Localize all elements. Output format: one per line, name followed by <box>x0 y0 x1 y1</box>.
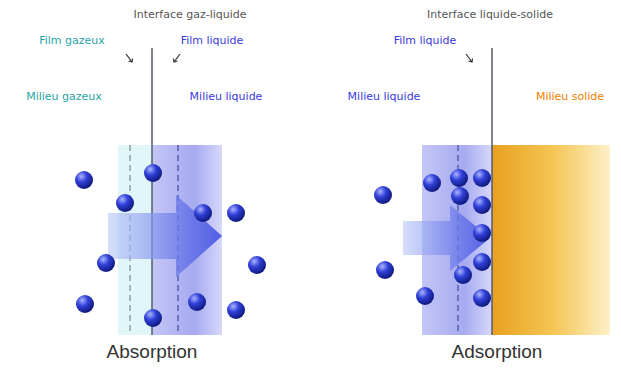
region-label: Interface gaz-liquide <box>133 8 246 22</box>
flow-arrow <box>108 195 222 277</box>
region-label: Film liquide <box>181 34 244 48</box>
region-label: Milieu liquide <box>190 90 263 104</box>
leader-line <box>126 48 180 62</box>
interface-line <box>491 56 493 335</box>
region-label: Interface liquide-solide <box>427 8 553 22</box>
region-label: Milieu solide <box>536 90 604 104</box>
interface-line <box>151 56 153 335</box>
leader-line <box>466 48 492 62</box>
region-label: Film liquide <box>394 34 457 48</box>
molecules <box>374 169 491 307</box>
solid-region <box>492 145 610 335</box>
panel-caption: Absorption <box>107 340 198 364</box>
flow-arrow <box>403 205 490 271</box>
molecules <box>75 164 266 327</box>
region-label: Milieu liquide <box>348 90 421 104</box>
region-label: Film gazeux <box>39 34 105 48</box>
panel-caption: Adsorption <box>452 340 543 364</box>
region-label: Milieu gazeux <box>26 90 102 104</box>
